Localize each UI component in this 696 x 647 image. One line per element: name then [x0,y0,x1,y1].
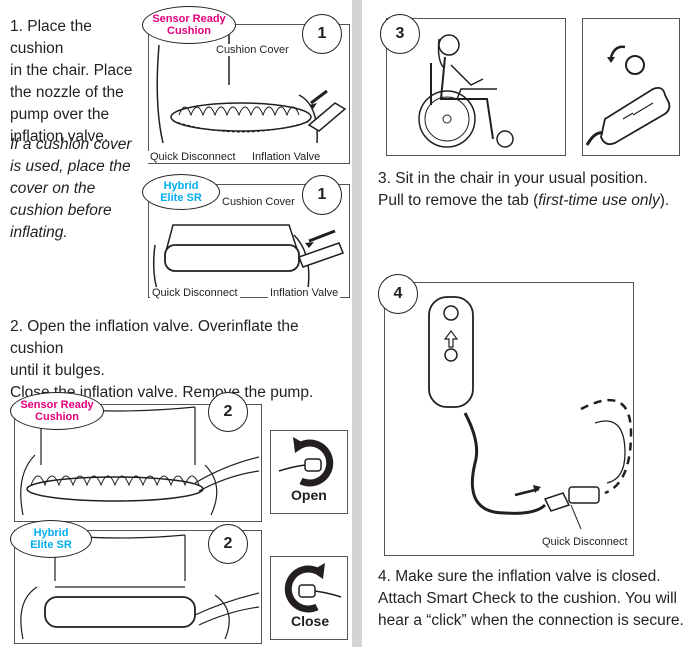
label-cushion-cover-1a: Cushion Cover [214,44,291,56]
step-number-badge-4: 4 [378,274,418,314]
close-valve-inset: Close [270,556,348,640]
step1-cover-note: If a cushion cover is used, place the co… [10,136,132,241]
badge-sensor-ready-1: Sensor Ready Cushion [142,6,236,44]
smart-check-connection-illustration [428,296,633,530]
label-inflation-valve-1b: Inflation Valve [268,287,341,299]
label-inflation-valve-1a: Inflation Valve [250,151,323,163]
open-valve-inset: Open [270,430,348,514]
step3-instructions: 3. Sit in the chair in your usual positi… [378,168,696,212]
step-number-badge-1b: 1 [302,175,342,215]
label-quick-disconnect-4: Quick Disconnect [540,536,630,548]
badge-sensor-ready-2: Sensor Ready Cushion [10,392,104,430]
step-number-badge-1a: 1 [302,14,342,54]
step-number-badge-2b: 2 [208,524,248,564]
close-label: Close [291,613,330,629]
label-quick-disconnect-1a: Quick Disconnect [148,151,238,163]
step3-tab-note: Pull to remove the tab (first-time use o… [378,192,670,209]
step4-instructions: 4. Make sure the inflation valve is clos… [378,568,684,629]
step1-instructions: 1. Place the cushion in the chair. Place… [10,18,133,145]
badge-hybrid-elite-1: Hybrid Elite SR [142,174,220,210]
label-cushion-cover-1b: Cushion Cover [220,196,297,208]
left-panel: 1. Place the cushion in the chair. Place… [0,0,352,647]
hybrid-cushion-pump-illustration [152,224,344,296]
close-arrow-icon [284,563,342,613]
right-panel: 3 3. Sit in the chair in your usual posi… [362,0,696,647]
figure-4-attach-smart-check [384,282,634,556]
step2-instructions: 2. Open the inflation valve. Overinflate… [10,318,314,401]
cushion-close-valve-illustration [20,534,260,640]
step-number-badge-3: 3 [380,14,420,54]
open-arrow-icon [278,437,334,487]
badge-hybrid-elite-2: Hybrid Elite SR [10,520,92,558]
smart-check-pull-tab-illustration [585,45,671,146]
open-label: Open [291,487,327,503]
figure-3-remove-tab [582,18,680,156]
label-quick-disconnect-1b: Quick Disconnect [150,287,240,299]
step-number-badge-2a: 2 [208,392,248,432]
person-in-wheelchair-illustration [418,34,514,148]
